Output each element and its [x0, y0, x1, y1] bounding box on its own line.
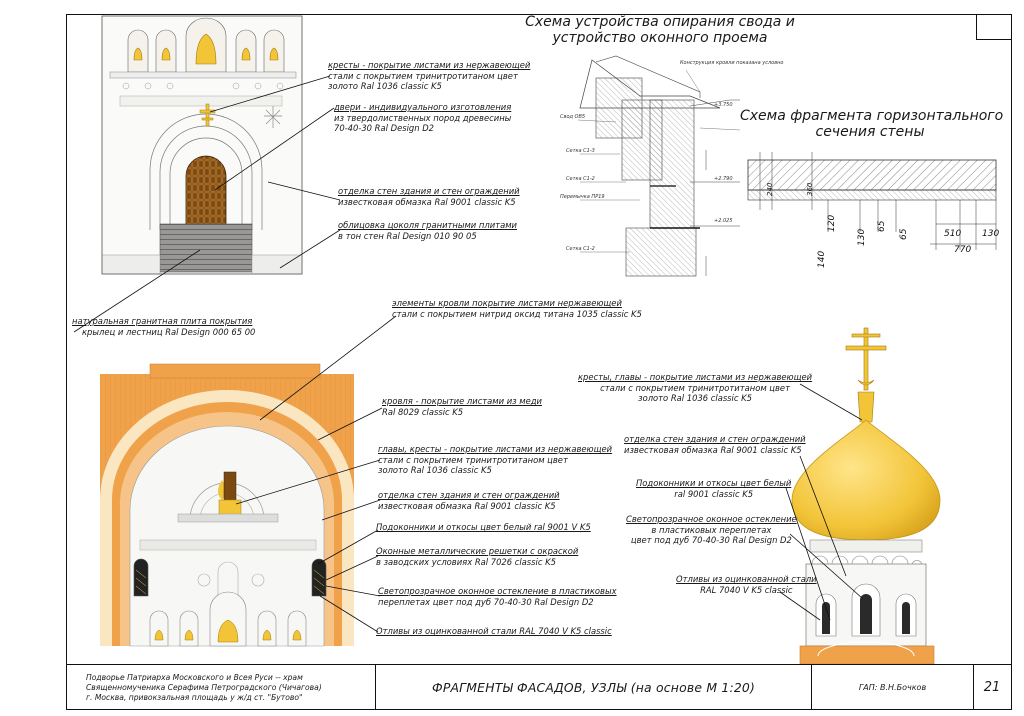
- sheet-number: 21: [983, 679, 1001, 695]
- mark-2790: +2.790: [714, 176, 733, 182]
- mark-lintel-pr19: Перемычка ПР19: [560, 194, 605, 200]
- section-title-line1: Схема фрагмента горизонтального: [740, 108, 1004, 124]
- note-granite-stairs: натуральная гранитная плита покрытия кры…: [72, 316, 256, 337]
- note-socle: облицовка цоколя гранитными плитами в то…: [338, 220, 517, 241]
- vault-title-line1: Схема устройства опирания свода и: [525, 14, 795, 30]
- vault-title-line2: устройство оконного проема: [552, 30, 768, 46]
- apse-facade-drawing: [100, 363, 354, 647]
- note-doors: двери - индивидуального изготовления из …: [334, 102, 512, 133]
- frame-corner-box: [976, 15, 1011, 40]
- mark-mesh-c1-2-a: Сетка С1-2: [566, 176, 595, 182]
- vault-leaders: [577, 69, 741, 253]
- dim-140: 140: [817, 251, 827, 268]
- note-grilles: Оконные металлические решетки с окраской…: [376, 546, 579, 567]
- address-line2: Священномученика Серафима Петроградского…: [86, 683, 322, 692]
- note-glazing-right: Светопрозрачное оконное остекление в пла…: [626, 514, 797, 545]
- mark-mesh-c1-3: Сетка С1-3: [566, 148, 595, 154]
- wall-section-title: Схема фрагмента горизонтального сечения …: [740, 108, 1004, 140]
- note-walls-top: отделка стен здания и стен ограждений из…: [338, 186, 520, 207]
- leader-lines: [73, 75, 863, 633]
- sheet-frame: [66, 14, 1012, 710]
- vault-scheme-title: Схема устройства опирания свода и устрой…: [520, 14, 800, 46]
- address-line1: Подворье Патриарха Московского и Всея Ру…: [86, 673, 303, 682]
- note-sills: Подоконники и откосы цвет белый ral 9001…: [376, 522, 591, 532]
- vault-support-section-drawing: +3.750 +2.790 +2.025 Свод ОВ5 Сетка С1-3…: [560, 55, 783, 277]
- note-sills-right: Подоконники и откосы цвет белый ral 9001…: [636, 478, 792, 499]
- note-walls-right: отделка стен здания и стен ограждений из…: [624, 434, 806, 455]
- portal-facade-drawing: [101, 15, 303, 275]
- dim-510: 510: [944, 229, 961, 239]
- note-crosses-domes-right: кресты, главы - покрытие листами из нерж…: [578, 372, 813, 403]
- section-title-line2: сечения стены: [815, 124, 925, 140]
- sheet-title: ФРАГМЕНТЫ ФАСАДОВ, УЗЛЫ (на основе М 1:2…: [376, 665, 812, 709]
- dim-65-b: 65: [899, 228, 909, 240]
- note-domes-crosses: главы, кресты - покрытие листами из нерж…: [378, 444, 613, 475]
- title-block: Подворье Патриарха Московского и Всея Ру…: [66, 664, 1012, 710]
- note-glazing-apse: Светопрозрачное оконное остекление в пла…: [378, 586, 617, 607]
- note-roof-elements: элементы кровли покрытие листами нержаве…: [392, 298, 642, 319]
- dim-240: 240: [766, 182, 774, 196]
- title-block-address: Подворье Патриарха Московского и Всея Ру…: [66, 665, 376, 709]
- note-drips-apse: Отливы из оцинкованной стали RAL 7040 V …: [376, 626, 612, 636]
- mark-3750: +3.750: [714, 102, 733, 108]
- wall-section-drawing: 240 360 120 140 130 65 65 510 130 770: [747, 152, 999, 268]
- dim-120: 120: [827, 215, 837, 232]
- mark-roof-note: Конструкция кровли показана условно: [680, 60, 783, 66]
- note-walls-apse: отделка стен здания и стен ограждений из…: [378, 490, 560, 511]
- dim-360: 360: [806, 182, 814, 196]
- dome-drum-drawing: [791, 327, 941, 665]
- note-drips-right: Отливы из оцинкованной стали RAL 7040 V …: [676, 574, 817, 595]
- mark-2025: +2.025: [714, 218, 733, 224]
- note-copper-roof: кровля - покрытие листами из меди Ral 80…: [382, 396, 542, 417]
- mark-vault-ov5: Свод ОВ5: [560, 114, 585, 120]
- address-line3: г. Москва, привокзальная площадь у ж/д с…: [86, 693, 303, 702]
- note-crosses: кресты - покрытие листами из нержавеющей…: [328, 60, 531, 91]
- dim-130-a: 130: [857, 229, 867, 246]
- mark-mesh-c1-2-b: Сетка С1-2: [566, 246, 595, 252]
- dim-130-b: 130: [982, 229, 999, 239]
- dim-770: 770: [954, 245, 971, 255]
- dim-65-a: 65: [877, 220, 887, 232]
- chief-architect: ГАП: В.Н.Бочков: [812, 665, 974, 709]
